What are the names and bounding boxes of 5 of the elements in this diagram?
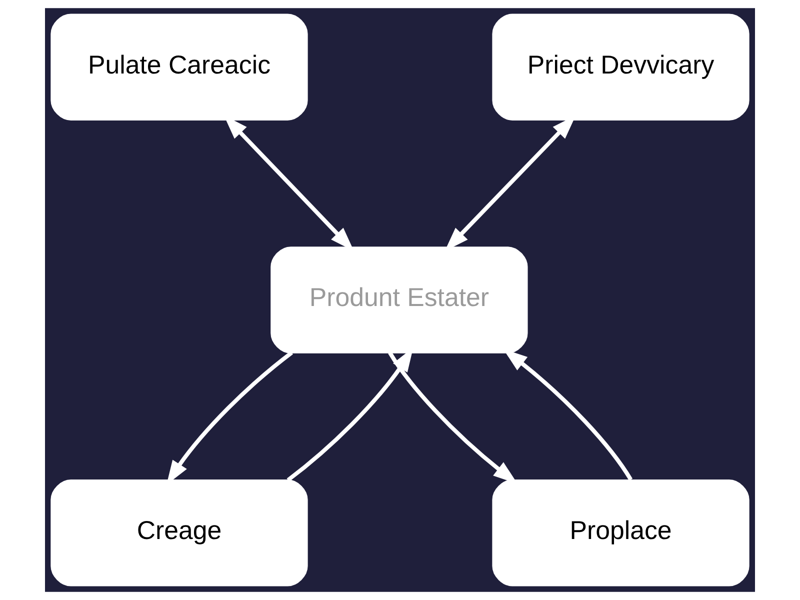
node-box: Pulate Careacic: [50, 14, 308, 120]
node-box: Creage: [50, 480, 308, 586]
node-box: Priect Devvicary: [492, 14, 750, 120]
node-box: Produnt Estater: [270, 246, 528, 354]
node-box: Proplace: [492, 480, 750, 586]
